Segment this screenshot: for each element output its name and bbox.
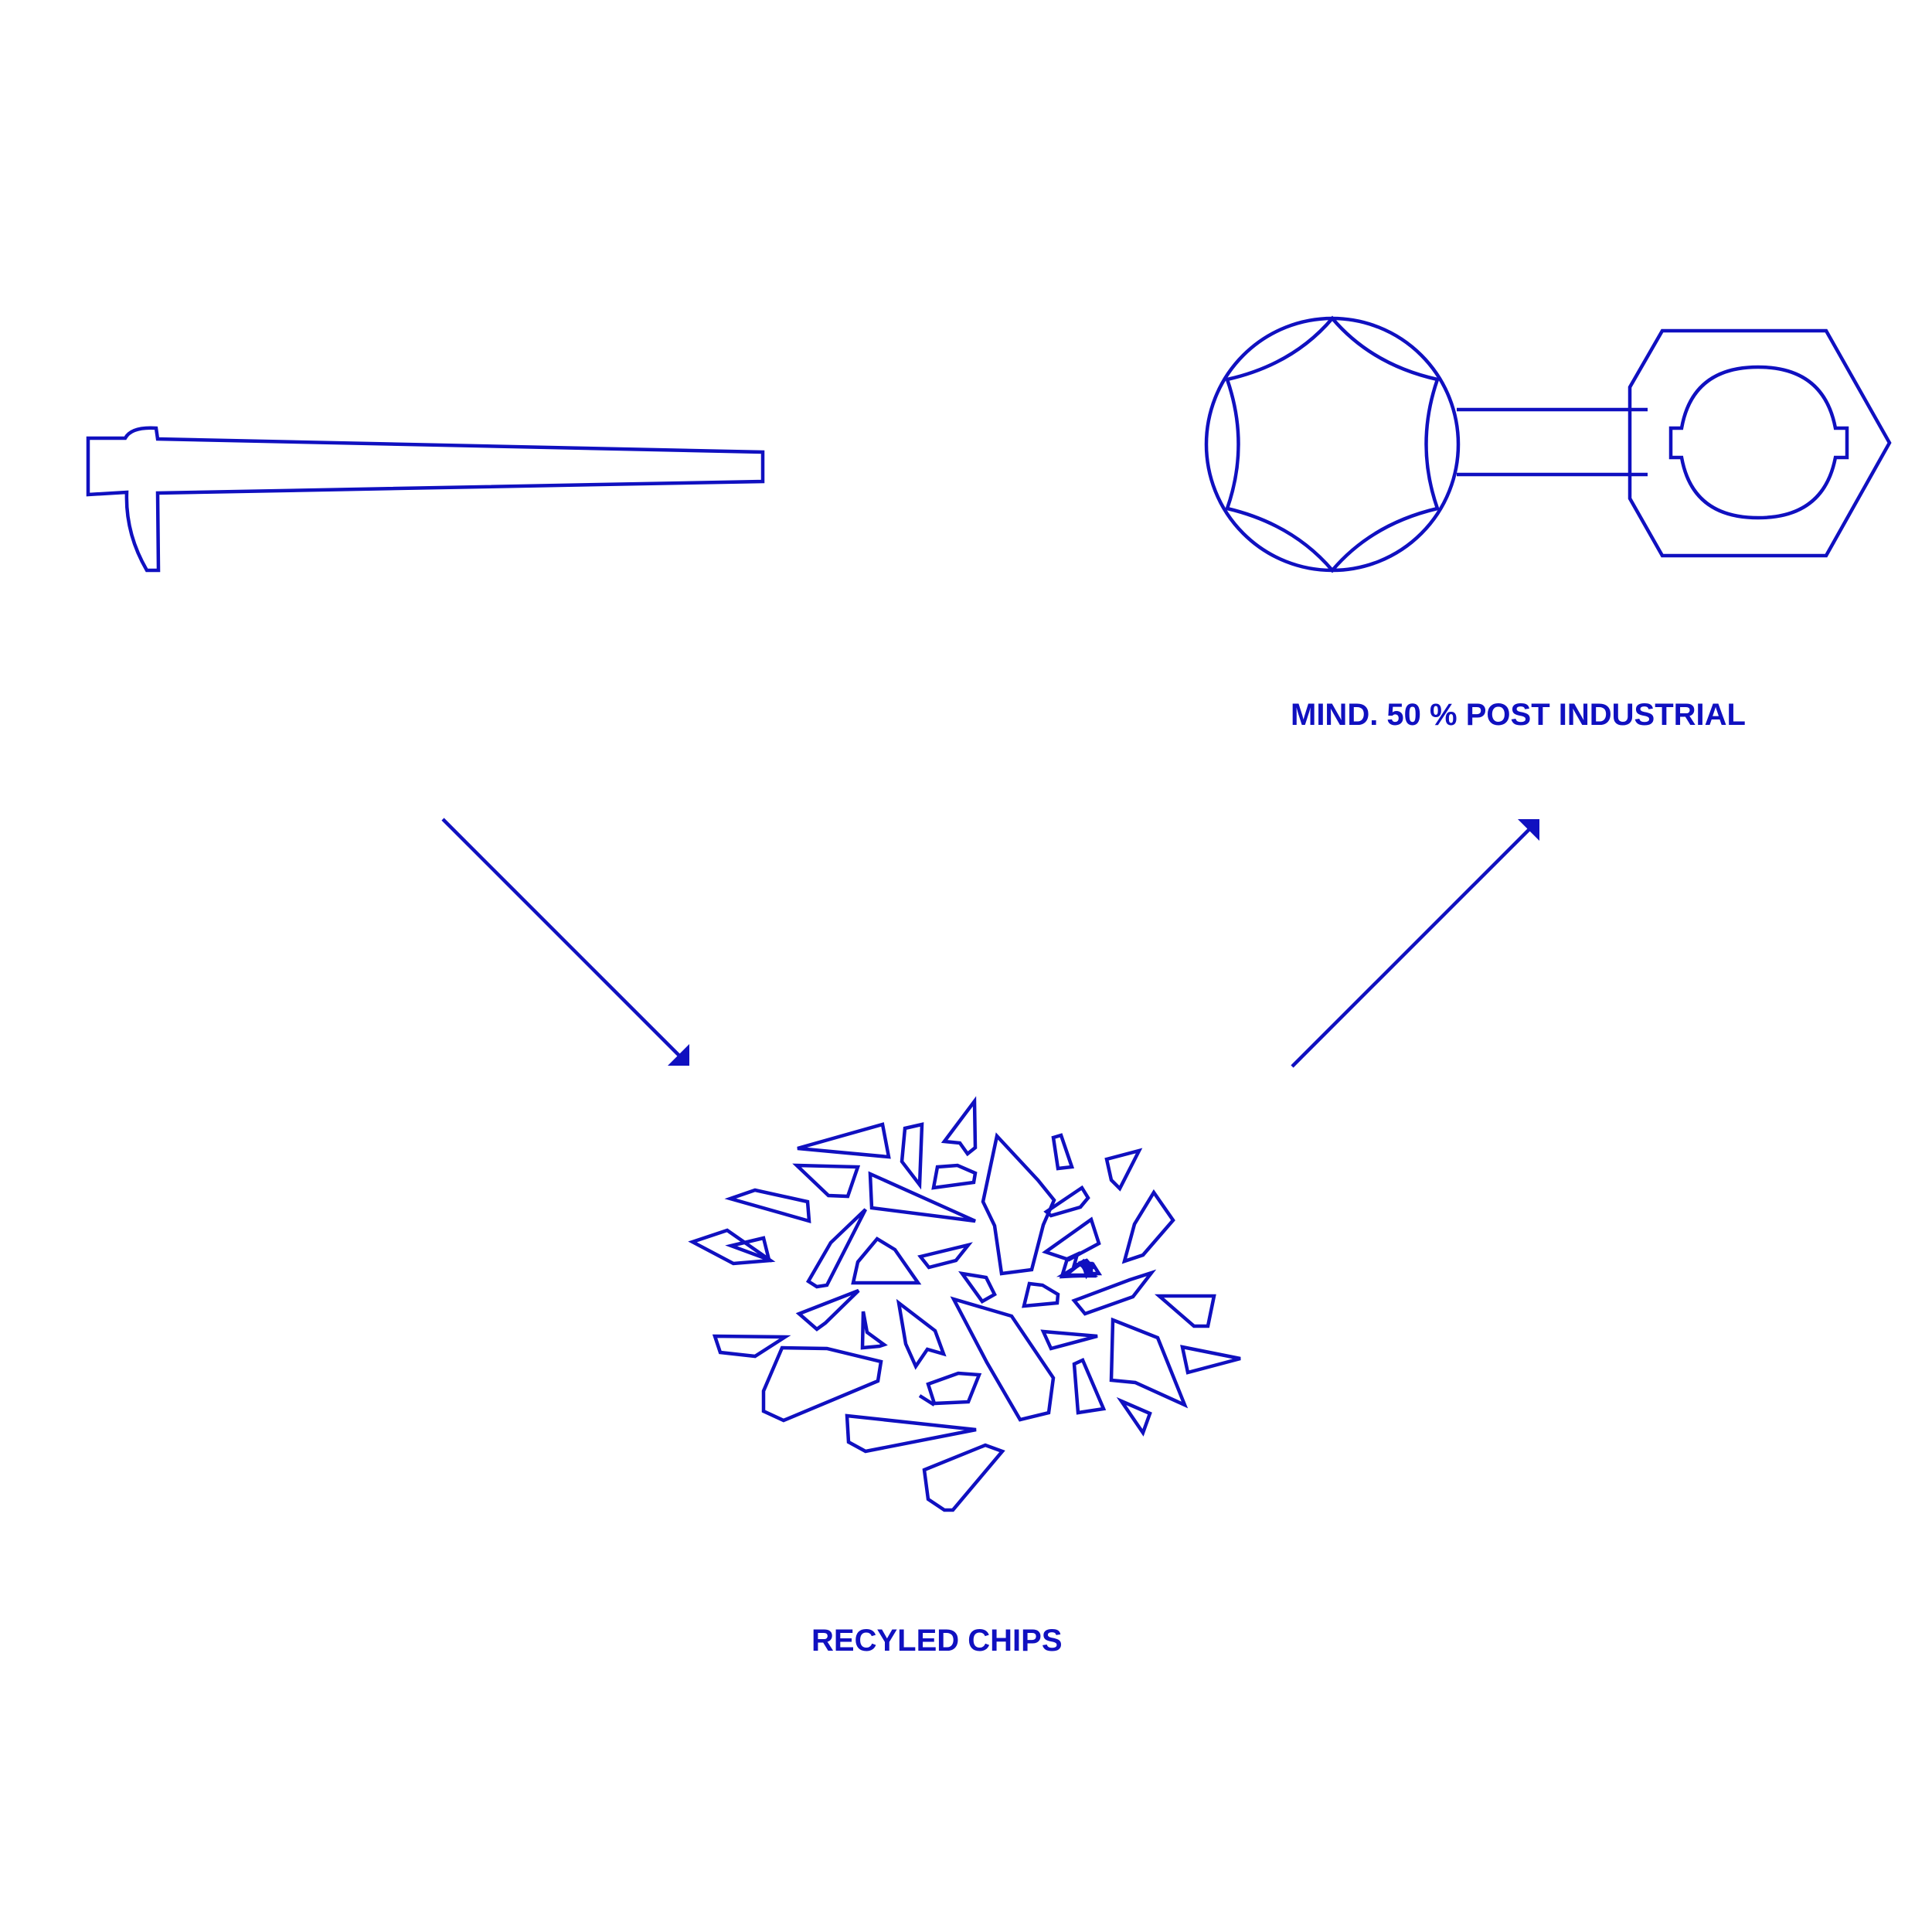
- product-label: MIND. 50 % POST INDUSTRIAL: [1291, 698, 1746, 732]
- caliper-icon: [86, 426, 765, 573]
- arrow-to-chips: [441, 818, 689, 1066]
- arrow-to-product: [1291, 819, 1539, 1068]
- chips-icon: [688, 1096, 1241, 1512]
- material-label: RECYLED CHIPS: [811, 1624, 1063, 1658]
- socket-wrench-icon: [1204, 315, 1892, 573]
